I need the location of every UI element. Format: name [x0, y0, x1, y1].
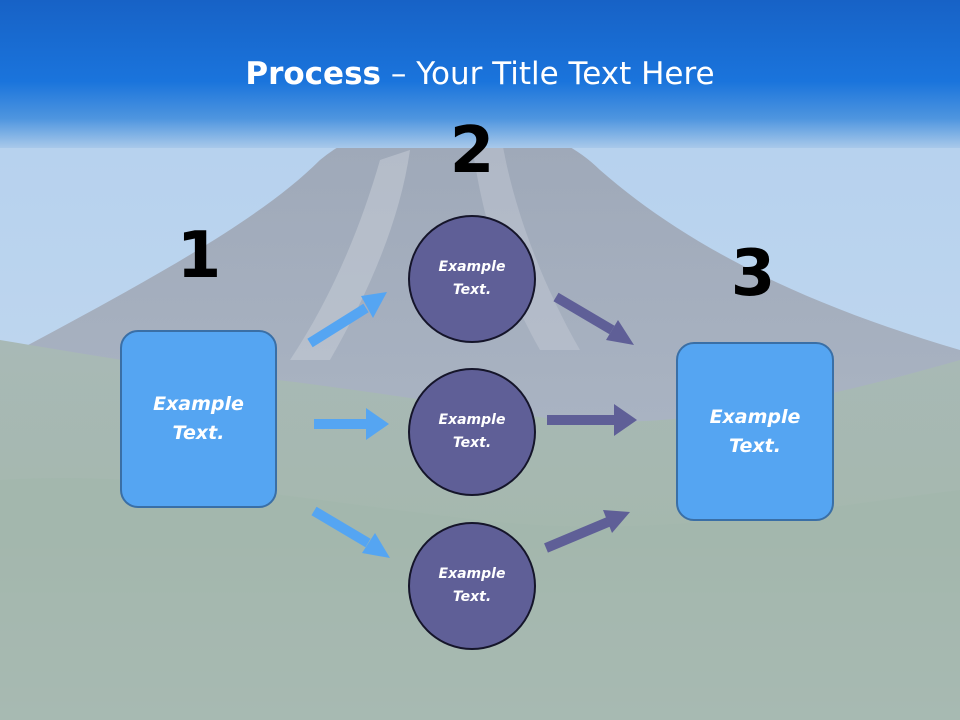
circle-middle-text: Example Text. [438, 412, 506, 451]
circle-middle: Example Text. [408, 368, 536, 496]
right-box-text: Example Text. [709, 405, 801, 457]
circle-bottom-text: Example Text. [438, 566, 506, 605]
circle-bottom: Example Text. [408, 522, 536, 650]
title-bold: Process [245, 56, 381, 92]
circle-top: Example Text. [408, 215, 536, 343]
arrow-top-to-right [553, 292, 634, 345]
arrow-middle-to-right [547, 404, 637, 436]
circle-top-text: Example Text. [438, 259, 506, 298]
step-number-1: 1 [176, 219, 222, 293]
left-box: Example Text. [120, 330, 277, 508]
arrow-bottom-to-right [544, 510, 630, 553]
mountain-snow-streak [290, 150, 410, 360]
arrow-left-to-top [307, 292, 387, 348]
mountain-snow-streak-2 [470, 128, 580, 350]
title-rest: – Your Title Text Here [381, 56, 715, 92]
step-number-3: 3 [730, 237, 776, 311]
step-number-2: 2 [449, 114, 495, 188]
slide-title: Process – Your Title Text Here [0, 52, 960, 96]
arrow-left-to-bottom [311, 506, 390, 558]
header-band [0, 0, 960, 148]
left-box-text: Example Text. [153, 393, 244, 444]
right-box: Example Text. [676, 342, 834, 521]
arrow-left-to-middle [314, 408, 389, 440]
